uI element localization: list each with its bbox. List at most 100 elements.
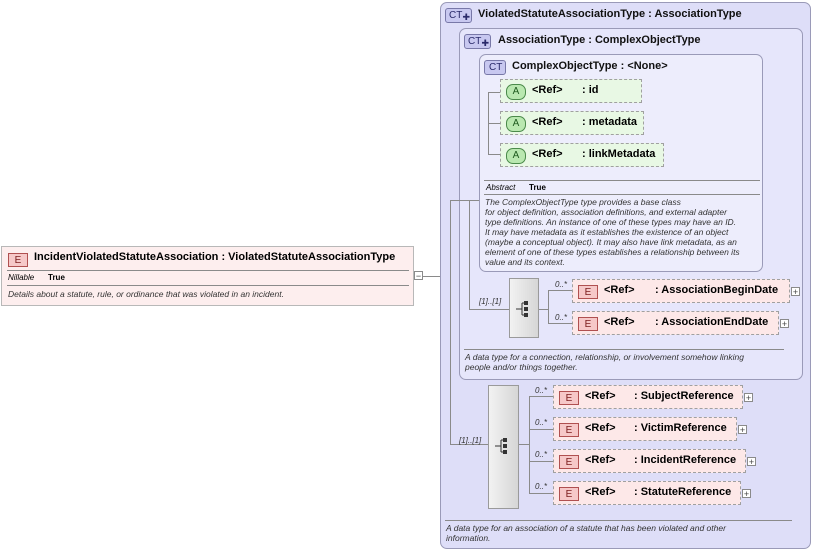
connector [450, 200, 451, 444]
ref-label: <Ref> [532, 84, 563, 96]
attribute-metadata[interactable]: A <Ref> : metadata [500, 111, 644, 135]
element-badge: E [559, 455, 579, 469]
association-type-name: AssociationType : ComplexObjectType [498, 34, 701, 46]
sequence-compositor[interactable] [509, 278, 539, 338]
element-name: : AssociationEndDate [655, 316, 769, 328]
nillable-label: Nillable [8, 273, 35, 282]
attribute-badge: A [506, 148, 526, 164]
element-cardinality: 0..* [555, 280, 568, 289]
divider [484, 194, 760, 195]
sequence-icon [516, 301, 528, 317]
connector [539, 309, 548, 310]
complex-type-badge: CT✚ [445, 8, 472, 23]
outer-type-doc-line-2: information. [446, 533, 491, 543]
sequence-compositor[interactable] [488, 385, 519, 509]
attribute-link-metadata[interactable]: A <Ref> : linkMetadata [500, 143, 664, 167]
sequence-cardinality: [1]..[1] [479, 297, 502, 306]
plus-icon[interactable]: + [791, 287, 800, 297]
element-cardinality: 0..* [535, 386, 548, 395]
complex-object-type-doc-line: It may have metadata as it establishes t… [485, 227, 729, 237]
attribute-id[interactable]: A <Ref> : id [500, 79, 642, 103]
element-cardinality: 0..* [535, 418, 548, 427]
element-cardinality: 0..* [555, 313, 568, 322]
complex-object-type-doc-line: element of one of these types establishe… [485, 247, 740, 257]
complex-object-type-doc-line: value and its context. [485, 257, 565, 267]
connector [450, 200, 479, 201]
complex-object-type-name: ComplexObjectType : <None> [512, 60, 668, 72]
attribute-badge: A [506, 84, 526, 100]
root-element-box[interactable]: E IncidentViolatedStatuteAssociation : V… [1, 246, 414, 306]
element-subject-reference[interactable]: E <Ref> : SubjectReference [553, 385, 743, 409]
sequence-cardinality: [1]..[1] [459, 436, 482, 445]
element-name: : AssociationBeginDate [655, 284, 779, 296]
complex-type-badge: CT [484, 60, 506, 75]
divider [7, 285, 409, 286]
ref-label: <Ref> [585, 422, 616, 434]
divider [484, 180, 760, 181]
connector [529, 429, 553, 430]
connector [469, 200, 470, 310]
element-association-end-date[interactable]: E <Ref> : AssociationEndDate [572, 311, 779, 335]
association-type-doc-line-1: A data type for a connection, relationsh… [465, 352, 744, 362]
connector [548, 290, 572, 291]
root-element-name: IncidentViolatedStatuteAssociation : Vio… [34, 251, 396, 263]
element-name: : VictimReference [634, 422, 727, 434]
ref-label: <Ref> [604, 316, 635, 328]
ref-label: <Ref> [604, 284, 635, 296]
ref-label: <Ref> [532, 148, 563, 160]
connector [548, 323, 572, 324]
element-badge: E [559, 487, 579, 501]
connector [469, 309, 509, 310]
plus-icon[interactable]: + [744, 393, 753, 403]
plus-icon[interactable]: + [780, 319, 789, 329]
ref-label: <Ref> [532, 116, 563, 128]
element-name: : SubjectReference [634, 390, 734, 402]
connector [423, 276, 450, 277]
attribute-name: : linkMetadata [582, 148, 656, 160]
element-badge: E [8, 253, 28, 267]
element-association-begin-date[interactable]: E <Ref> : AssociationBeginDate [572, 279, 790, 303]
attribute-badge: A [506, 116, 526, 132]
attribute-name: : metadata [582, 116, 638, 128]
connector [548, 290, 549, 323]
complex-object-type-doc-line: (maybe a conceptual object). It may also… [485, 237, 737, 247]
element-name: : StatuteReference [634, 486, 732, 498]
connector [488, 92, 500, 93]
connector [488, 123, 500, 124]
ref-label: <Ref> [585, 486, 616, 498]
connector [529, 493, 553, 494]
divider [7, 270, 409, 271]
ref-label: <Ref> [585, 454, 616, 466]
abstract-label: Abstract [486, 183, 516, 192]
element-statute-reference[interactable]: E <Ref> : StatuteReference [553, 481, 741, 505]
plus-icon[interactable]: + [738, 425, 747, 435]
divider [445, 520, 792, 521]
element-incident-reference[interactable]: E <Ref> : IncidentReference [553, 449, 746, 473]
outer-type-name: ViolatedStatuteAssociationType : Associa… [478, 8, 742, 20]
complex-type-badge: CT✚ [464, 34, 491, 49]
element-badge: E [578, 317, 598, 331]
connector [519, 444, 529, 445]
outer-type-doc-line-1: A data type for an association of a stat… [446, 523, 726, 533]
element-cardinality: 0..* [535, 482, 548, 491]
nillable-value: True [48, 273, 65, 282]
element-victim-reference[interactable]: E <Ref> : VictimReference [553, 417, 737, 441]
connector [488, 154, 500, 155]
element-badge: E [559, 423, 579, 437]
abstract-value: True [529, 183, 546, 192]
complex-object-type-doc-line: for object definition, association defin… [485, 207, 727, 217]
complex-object-type-doc-line: The ComplexObjectType type provides a ba… [485, 197, 681, 207]
plus-icon[interactable]: + [747, 457, 756, 467]
root-documentation: Details about a statute, rule, or ordina… [8, 289, 284, 299]
element-cardinality: 0..* [535, 450, 548, 459]
connector [529, 461, 553, 462]
association-type-doc-line-2: people and/or things together. [465, 362, 578, 372]
plus-icon[interactable]: + [742, 489, 751, 499]
complex-object-type-doc-line: type definitions. An instance of one of … [485, 217, 737, 227]
element-badge: E [578, 285, 598, 299]
element-name: : IncidentReference [634, 454, 737, 466]
minus-icon[interactable]: − [414, 271, 423, 281]
connector [529, 396, 553, 397]
element-badge: E [559, 391, 579, 405]
ref-label: <Ref> [585, 390, 616, 402]
